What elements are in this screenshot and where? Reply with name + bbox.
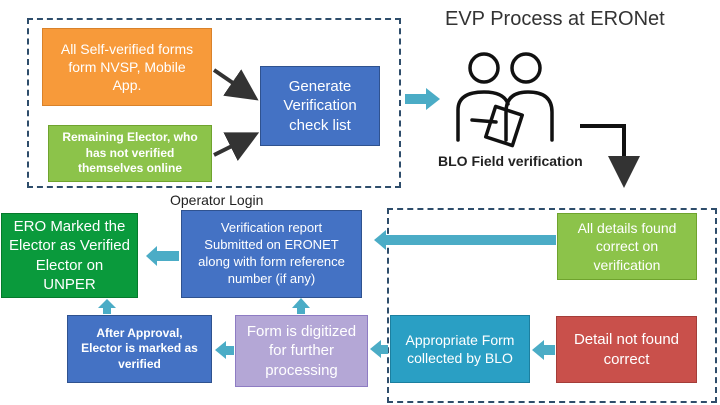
arrow-digitized-to-approval (215, 341, 234, 359)
arrow-remaining-to-checklist (213, 132, 260, 162)
after-approval-box: After Approval, Elector is marked as ver… (67, 315, 212, 383)
self-verified-box: All Self-verified forms form NVSP, Mobil… (42, 28, 212, 106)
arrow-report-to-ero (146, 246, 179, 266)
ero-marked-box: ERO Marked the Elector as Verified Elect… (1, 213, 138, 298)
operator-login-label: Operator Login (170, 192, 264, 208)
arrow-checklist-to-blo (405, 88, 440, 110)
arrow-blo-to-verification (580, 124, 640, 188)
remaining-elector-box: Remaining Elector, who has not verified … (48, 125, 212, 182)
arrow-digitized-to-report (292, 298, 310, 314)
form-digitized-box: Form is digitized for further processing (235, 315, 368, 387)
arrow-self-verified-to-checklist (212, 68, 259, 101)
two-people-clipboard-icon (452, 40, 562, 150)
arrow-approval-to-ero (98, 299, 116, 314)
blo-field-label: BLO Field verification (438, 153, 583, 169)
all-details-found-box: All details found correct on verificatio… (557, 213, 697, 280)
detail-not-found-box: Detail not found correct (556, 316, 697, 383)
top-process-frame (27, 18, 401, 188)
arrow-notfound-to-form (532, 340, 555, 360)
appropriate-form-box: Appropriate Form collected by BLO (390, 315, 530, 383)
arrow-details-to-report (374, 230, 556, 250)
verification-report-box: Verification report Submitted on ERONET … (181, 210, 362, 298)
arrow-form-to-digitized (370, 340, 388, 358)
diagram-title: EVP Process at ERONet (445, 8, 665, 30)
bottom-process-frame (387, 208, 717, 403)
generate-checklist-box: Generate Verification check list (260, 66, 380, 146)
